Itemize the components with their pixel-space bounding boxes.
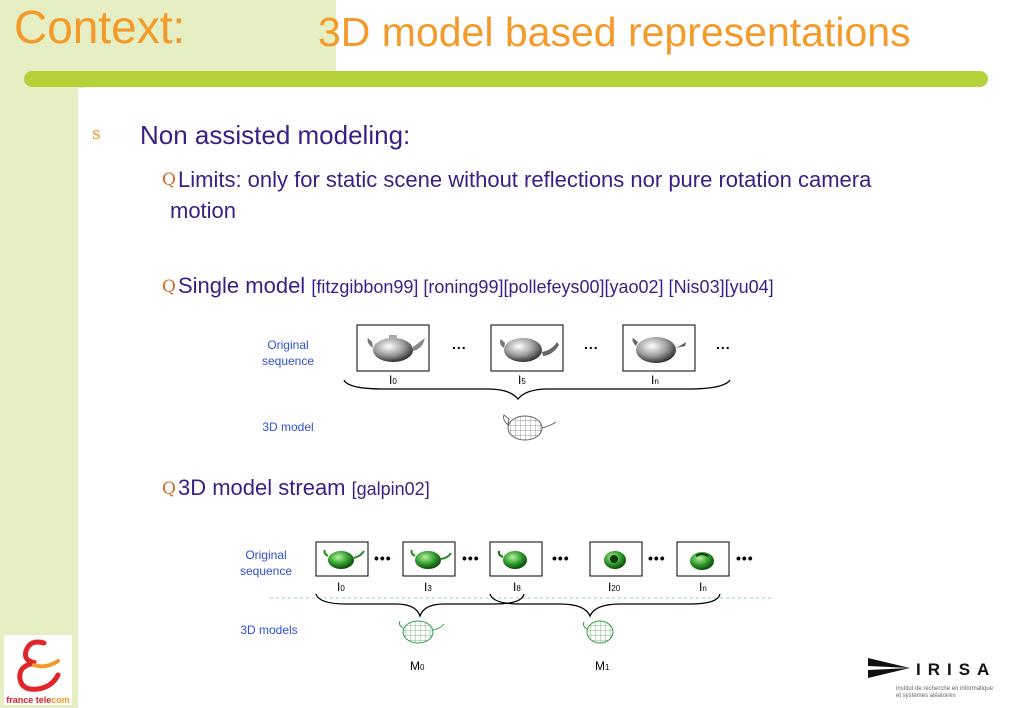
irisa-sub-line2: et systèmes aléatoires bbox=[896, 693, 956, 699]
fig2-frame-3 bbox=[402, 541, 456, 577]
sub-bullet-limits-cont: motion bbox=[170, 198, 237, 223]
sub-bullet-model-stream: 3D model stream [galpin02] bbox=[178, 472, 430, 505]
fig1-brace bbox=[343, 379, 731, 401]
fig1-ellipsis: ... bbox=[452, 336, 467, 352]
content-area-corner bbox=[78, 87, 1023, 99]
fig2-model-label-0: M0 bbox=[410, 659, 424, 673]
france-telecom-text: france telecom bbox=[4, 695, 72, 705]
fig2-frame-8 bbox=[489, 541, 543, 577]
frame-index: 3 bbox=[427, 584, 432, 593]
irisa-subtitle: institut de recherche en informatique et… bbox=[896, 686, 993, 700]
frame-base: I bbox=[608, 580, 612, 594]
fig2-brace-right bbox=[489, 593, 721, 618]
model-index: 0 bbox=[420, 663, 425, 672]
fig1-label-line2: sequence bbox=[261, 354, 315, 368]
fig2-frame-label-3: I3 bbox=[424, 580, 432, 594]
irisa-logo: IRISA institut de recherche en informati… bbox=[866, 656, 1023, 708]
sub-bullet-marker: Q bbox=[162, 170, 176, 190]
fig2-frame-label-8: I8 bbox=[513, 580, 521, 594]
page-title: 3D model based representations bbox=[318, 9, 911, 55]
fig2-brace-left bbox=[315, 593, 525, 619]
fig1-frame-label-n: In bbox=[651, 373, 659, 387]
fig2-wireframe-model-0 bbox=[398, 620, 445, 644]
sub-bullet-limits: Limits: only for static scene without re… bbox=[178, 167, 872, 192]
frame-base: I bbox=[389, 373, 393, 387]
fig2-wireframe-model-1 bbox=[582, 620, 614, 644]
frame-base: I bbox=[513, 580, 517, 594]
model-stream-citation: [galpin02] bbox=[351, 479, 430, 499]
frame-base: I bbox=[651, 373, 655, 387]
sub-bullet-marker: Q bbox=[162, 277, 176, 297]
model-index: 1 bbox=[605, 663, 610, 672]
fig2-frame-0 bbox=[315, 541, 369, 577]
left-band bbox=[0, 0, 78, 708]
fig2-model-label-1: M1 bbox=[595, 659, 609, 673]
ft-text-b: com bbox=[51, 695, 70, 705]
fig2-ellipsis: ••• bbox=[462, 550, 480, 566]
irisa-sub-line1: institut de recherche en informatique bbox=[896, 686, 994, 692]
model-stream-text: 3D model stream bbox=[178, 475, 352, 500]
fig2-ellipsis: ••• bbox=[552, 550, 570, 566]
fig2-frame-20 bbox=[589, 541, 643, 577]
bullet-non-assisted: Non assisted modeling: bbox=[140, 120, 411, 150]
single-model-text: Single model bbox=[178, 273, 312, 298]
fig1-ellipsis: ... bbox=[716, 336, 731, 352]
frame-base: I bbox=[337, 580, 341, 594]
irisa-wordmark: IRISA bbox=[916, 660, 997, 679]
fig1-ellipsis: ... bbox=[584, 336, 599, 352]
fig2-label-line1: Original bbox=[245, 548, 287, 562]
frame-index: n bbox=[654, 377, 659, 386]
fig1-frame-label-5: I5 bbox=[518, 373, 526, 387]
frame-index: 5 bbox=[521, 377, 526, 386]
fig1-frame-label-0: I0 bbox=[389, 373, 397, 387]
ft-text-a: france tele bbox=[6, 695, 52, 705]
fig2-ellipsis: ••• bbox=[648, 550, 666, 566]
france-telecom-logo: france telecom bbox=[4, 635, 72, 705]
fig2-frame-n bbox=[676, 541, 730, 577]
fig2-ellipsis: ••• bbox=[374, 550, 392, 566]
irisa-arrow-icon bbox=[868, 658, 910, 678]
fig1-original-sequence-label: Original sequence bbox=[250, 337, 326, 369]
frame-index: 8 bbox=[516, 584, 521, 593]
single-model-citations: [fitzgibbon99] [roning99][pollefeys00][y… bbox=[311, 277, 774, 297]
title-rule bbox=[24, 71, 988, 87]
fig2-ellipsis: ••• bbox=[736, 550, 754, 566]
fig2-label-line2: sequence bbox=[239, 564, 293, 578]
bullet-marker: s bbox=[92, 124, 101, 144]
model-base: M bbox=[410, 659, 420, 673]
frame-base: I bbox=[424, 580, 428, 594]
fig1-frame-0 bbox=[356, 324, 430, 372]
ampersand-logo-icon bbox=[17, 639, 61, 692]
frame-base: I bbox=[699, 580, 703, 594]
fig2-frame-label-20: I20 bbox=[608, 580, 620, 594]
title-context: Context: bbox=[14, 1, 186, 53]
fig1-frame-n bbox=[622, 324, 696, 372]
fig1-frame-5 bbox=[490, 324, 564, 372]
fig2-3d-models-label: 3D models bbox=[240, 623, 298, 637]
fig2-frame-label-n: In bbox=[699, 580, 707, 594]
frame-index: 20 bbox=[611, 584, 621, 593]
sub-bullet-single-model: Single model [fitzgibbon99] [roning99][p… bbox=[178, 270, 774, 303]
frame-base: I bbox=[518, 373, 522, 387]
fig1-label-line1: Original bbox=[267, 338, 309, 352]
fig1-3d-model-label: 3D model bbox=[262, 420, 314, 434]
frame-index: 0 bbox=[392, 377, 397, 386]
frame-index: n bbox=[702, 584, 707, 593]
frame-index: 0 bbox=[340, 584, 345, 593]
fig2-frame-label-0: I0 bbox=[337, 580, 345, 594]
fig1-wireframe-model bbox=[503, 414, 557, 441]
model-base: M bbox=[595, 659, 605, 673]
sub-bullet-marker: Q bbox=[162, 479, 176, 499]
fig2-original-sequence-label: Original sequence bbox=[228, 547, 304, 579]
